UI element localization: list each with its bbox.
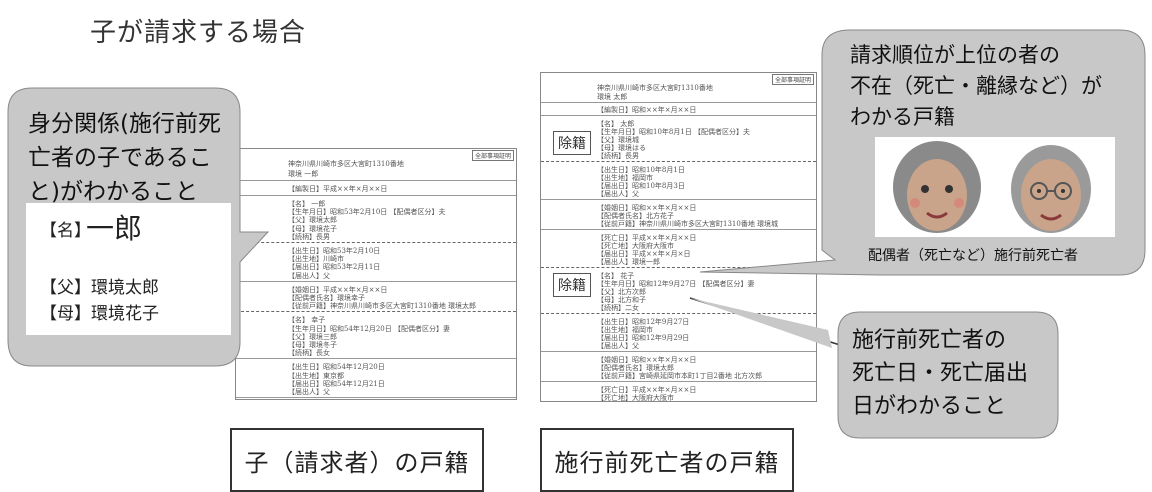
callout-line: わかる戸籍: [850, 105, 955, 129]
register-entry-line: 【死亡日】平成××年×月××日: [597, 234, 697, 242]
register-entry-line: 【母】環境花子: [288, 224, 337, 233]
register-separator: [236, 311, 516, 313]
register-separator: [541, 161, 816, 162]
register-entry-line: 【届出日】昭和12年9月29日: [597, 334, 690, 342]
register-entry-line: 【母】北方和子: [597, 296, 646, 304]
register-separator: [541, 313, 816, 314]
register-separator: [236, 358, 516, 360]
register-entry-line: 【届出人】父: [597, 342, 639, 350]
register-entry-line: 【出生地】福岡市: [597, 326, 653, 334]
register-entry-line: 【出生地】川崎市: [288, 255, 344, 264]
register-entry-line: 【母】環境はる: [597, 144, 646, 152]
register-excerpt-box: 【名】 一郎 【父】環境太郎 【母】環境花子: [26, 203, 231, 335]
register-entry-line: 【続柄】長女: [288, 349, 330, 358]
register-entry-line: 【名】 太郎: [597, 120, 635, 128]
register-separator: [541, 351, 816, 352]
right-callout-text: 請求順位が上位の者の 不在（死亡・離縁など）が わかる戸籍: [850, 40, 1102, 133]
register-entry-line: 【婚姻日】昭和××年×月××日: [597, 356, 697, 364]
left-callout-text: 身分関係(施行前死 亡者の子であるこ と)がわかること: [28, 107, 221, 209]
register-entry-line: 【届出日】昭和10年8月3日: [597, 182, 685, 190]
register-separator: [541, 199, 816, 200]
register-entry-line: 【生年月日】昭和54年12月20日 【配偶者区分】妻: [288, 324, 450, 333]
register-entry-line: 【母】環境冬子: [288, 341, 337, 349]
register-deceased: 全部事項証明 神奈川県川崎市多区大宮町1310番地 環境 太郎 【編製日】昭和×…: [540, 72, 817, 402]
register-entry-line: 【続柄】長男: [288, 232, 330, 241]
register-entry-line: 【出生日】昭和10年8月1日: [597, 166, 685, 174]
register-entry-line: 【死亡地】大阪府大阪市: [597, 242, 674, 250]
register-entry-line: 【死亡地】大阪府大阪市: [597, 394, 674, 402]
name-label: 【名】: [40, 221, 91, 241]
deceased-couple-illustration: [893, 141, 1091, 233]
register-entry-line: 【生年月日】昭和10年8月1日 【配偶者区分】夫: [597, 128, 751, 136]
register-entry-line: 【生年月日】昭和12年9月27日 【配偶者区分】妻: [597, 280, 755, 288]
register-name: 環境 太郎: [597, 93, 628, 101]
callout-line: 死亡日・死亡届出: [852, 361, 1029, 386]
register-entry-line: 【届出日】昭和53年2月11日: [288, 263, 381, 272]
mother-entry: 【母】環境花子: [40, 304, 159, 324]
register-entry-line: 【婚姻日】平成××年×月××日: [288, 285, 388, 294]
register-entry-line: 【名】 花子: [597, 272, 635, 280]
callout-line: 請求順位が上位の者の: [850, 43, 1060, 67]
register-entry-line: 【婚姻日】昭和××年×月××日: [597, 204, 697, 212]
register-entry-line: 【続柄】二女: [597, 304, 639, 312]
register-entry-line: 【届出人】父: [288, 271, 330, 280]
certificate-tag: 全部事項証明: [771, 74, 814, 85]
register-separator: [236, 280, 516, 282]
callout-line: 施行前死亡者の: [852, 328, 1007, 353]
register-entry-line: 【配偶者氏名】環境幸子: [288, 294, 365, 302]
removed-stamp: 除籍: [553, 131, 591, 155]
register-address: 神奈川県川崎市多区大宮町1310番地: [288, 160, 404, 168]
callout-line: 不在（死亡・離縁など）が: [850, 74, 1102, 98]
register-address: 神奈川県川崎市多区大宮町1310番地: [597, 84, 713, 92]
register-claimant: 全部事項証明 神奈川県川崎市多区大宮町1310番地 環境 一郎 【編製日】平成×…: [235, 148, 517, 400]
callout-line: 身分関係(施行前死: [28, 111, 221, 137]
register-name: 環境 一郎: [288, 170, 319, 178]
register-entry-line: 【配偶者氏名】北方花子: [597, 212, 674, 220]
register-entry-line: 【続柄】長男: [597, 152, 639, 160]
register-entry-line: 【従前戸籍】神奈川県川崎市多区大宮町1310番地 環境太郎: [288, 302, 477, 311]
register-separator: [236, 397, 516, 399]
register-entry-line: 【従前戸籍】神奈川県川崎市多区大宮町1310番地 環境城: [597, 220, 779, 228]
register-entry-line: 【従前戸籍】宮崎県延岡市本町1丁目2番地 北方次郎: [597, 372, 763, 380]
register-edit-date: 【編製日】平成××年×月××日: [288, 185, 388, 193]
register-entry-line: 【父】環境城: [597, 136, 639, 144]
bottom-callout-text: 施行前死亡者の 死亡日・死亡届出 日がわかること: [852, 324, 1028, 423]
callout-line: 亡者の子であるこ: [28, 145, 212, 171]
register-entry-line: 【出生日】昭和12年9月27日: [597, 318, 690, 326]
register-entry-line: 【父】北方次郎: [597, 288, 646, 296]
removed-stamp: 除籍: [553, 273, 591, 297]
callout-line: 日がわかること: [852, 394, 1007, 419]
page-title: 子が請求する場合: [90, 18, 307, 48]
register-entry-line: 【出生日】昭和54年12月20日: [288, 363, 385, 372]
register-entry-line: 【届出人】環境一郎: [597, 258, 660, 266]
register-entry-line: 【生年月日】昭和53年2月10日 【配偶者区分】夫: [288, 208, 446, 217]
register-entry-line: 【配偶者氏名】環境太郎: [597, 364, 674, 372]
illustration-panel: [875, 137, 1115, 237]
father-entry: 【父】環境太郎: [40, 278, 159, 298]
register-entry-line: 【出生地】東京都: [288, 371, 344, 380]
register-entry-line: 【届出日】昭和54年12月21日: [288, 379, 385, 388]
register-separator: [541, 381, 816, 382]
register-entry-line: 【届出人】父: [288, 388, 330, 396]
illustration-caption: 配偶者（死亡など）施行前死亡者: [868, 248, 1078, 264]
register-entry-line: 【出生日】昭和53年2月10日: [288, 247, 381, 255]
register-entry-line: 【名】 幸子: [288, 316, 326, 325]
register-separator: [236, 242, 516, 243]
callout-line: と)がわかること: [28, 179, 198, 205]
register-separator: [541, 229, 816, 230]
register-entry-line: 【届出人】父: [597, 190, 639, 198]
register-entry-line: 【届出日】平成××年×月×日: [597, 250, 691, 258]
register-separator: [541, 267, 816, 268]
name-value: 一郎: [86, 212, 143, 245]
register-entry-line: 【父】環境太郎: [288, 216, 337, 225]
register-edit-date: 【編製日】昭和××年×月××日: [597, 106, 697, 114]
register-entry-line: 【名】 一郎: [288, 200, 326, 208]
certificate-tag: 全部事項証明: [471, 150, 514, 161]
register-entry-line: 【死亡日】平成××年×月××日: [597, 386, 697, 394]
register-entry-line: 【出生地】福岡市: [597, 174, 653, 182]
register-entry-line: 【父】環境三郎: [288, 332, 337, 341]
